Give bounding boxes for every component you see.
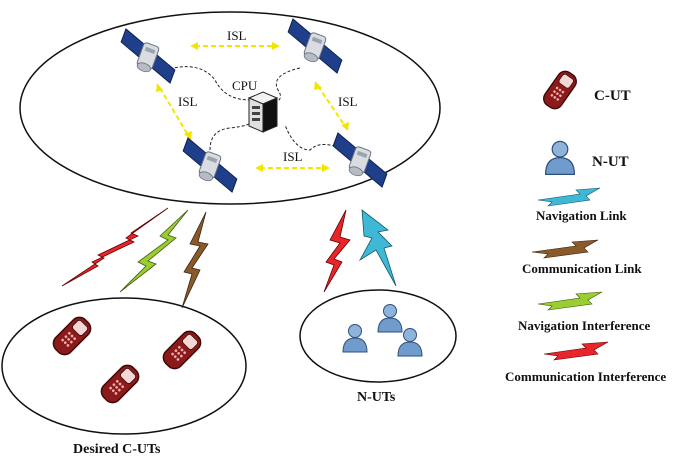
downlink-bolts [61, 207, 397, 309]
satellite-icon [280, 18, 350, 74]
mobile-phone-icon [49, 313, 95, 359]
legend-communication-link-bolt [531, 239, 599, 259]
legend-cut-label: C-UT [594, 88, 631, 104]
mobile-phone-icon [159, 327, 205, 373]
isl-label-right: ISL [338, 94, 358, 109]
user-icon [342, 324, 368, 353]
satellite-icon [175, 137, 245, 193]
isl-label-top: ISL [227, 28, 247, 43]
legend: C-UT N-UT Navigation Link Communication … [505, 67, 666, 384]
legend-navigation-link-bolt [537, 187, 601, 207]
mobile-phone-icon [97, 361, 143, 407]
satellite-network-ellipse [19, 11, 441, 205]
navigation-link-bolt [358, 209, 397, 287]
navigation-interference-bolt [119, 209, 189, 293]
desired-cut-ellipse [1, 297, 247, 435]
server-icon [247, 91, 279, 133]
cpu-label: CPU [232, 78, 258, 93]
desired-cut-group-label: Desired C-UTs [73, 442, 161, 457]
communication-interference-bolt [323, 209, 351, 293]
legend-navigation-interference-label: Navigation Interference [518, 318, 650, 333]
legend-nut-label: N-UT [592, 154, 629, 170]
isl-label-left: ISL [178, 94, 198, 109]
isl-links [156, 42, 349, 172]
user-icon [377, 304, 403, 333]
communication-interference-bolt [61, 207, 169, 287]
legend-communication-link-label: Communication Link [522, 261, 642, 276]
user-icon [397, 328, 423, 357]
satellite-icon [113, 28, 183, 84]
cpu-links [164, 66, 341, 151]
legend-communication-interference-label: Communication Interference [505, 369, 666, 384]
nut-group-label: N-UTs [357, 390, 396, 405]
legend-navigation-interference-bolt [537, 291, 603, 311]
satellite-icon [325, 132, 395, 188]
user-icon [544, 140, 576, 175]
mobile-phone-icon [539, 67, 581, 113]
legend-navigation-link-label: Navigation Link [536, 208, 627, 223]
isl-label-bottom: ISL [283, 149, 303, 164]
nut-ellipse [299, 289, 457, 383]
legend-communication-interference-bolt [543, 341, 609, 361]
communication-link-bolt [181, 211, 209, 309]
